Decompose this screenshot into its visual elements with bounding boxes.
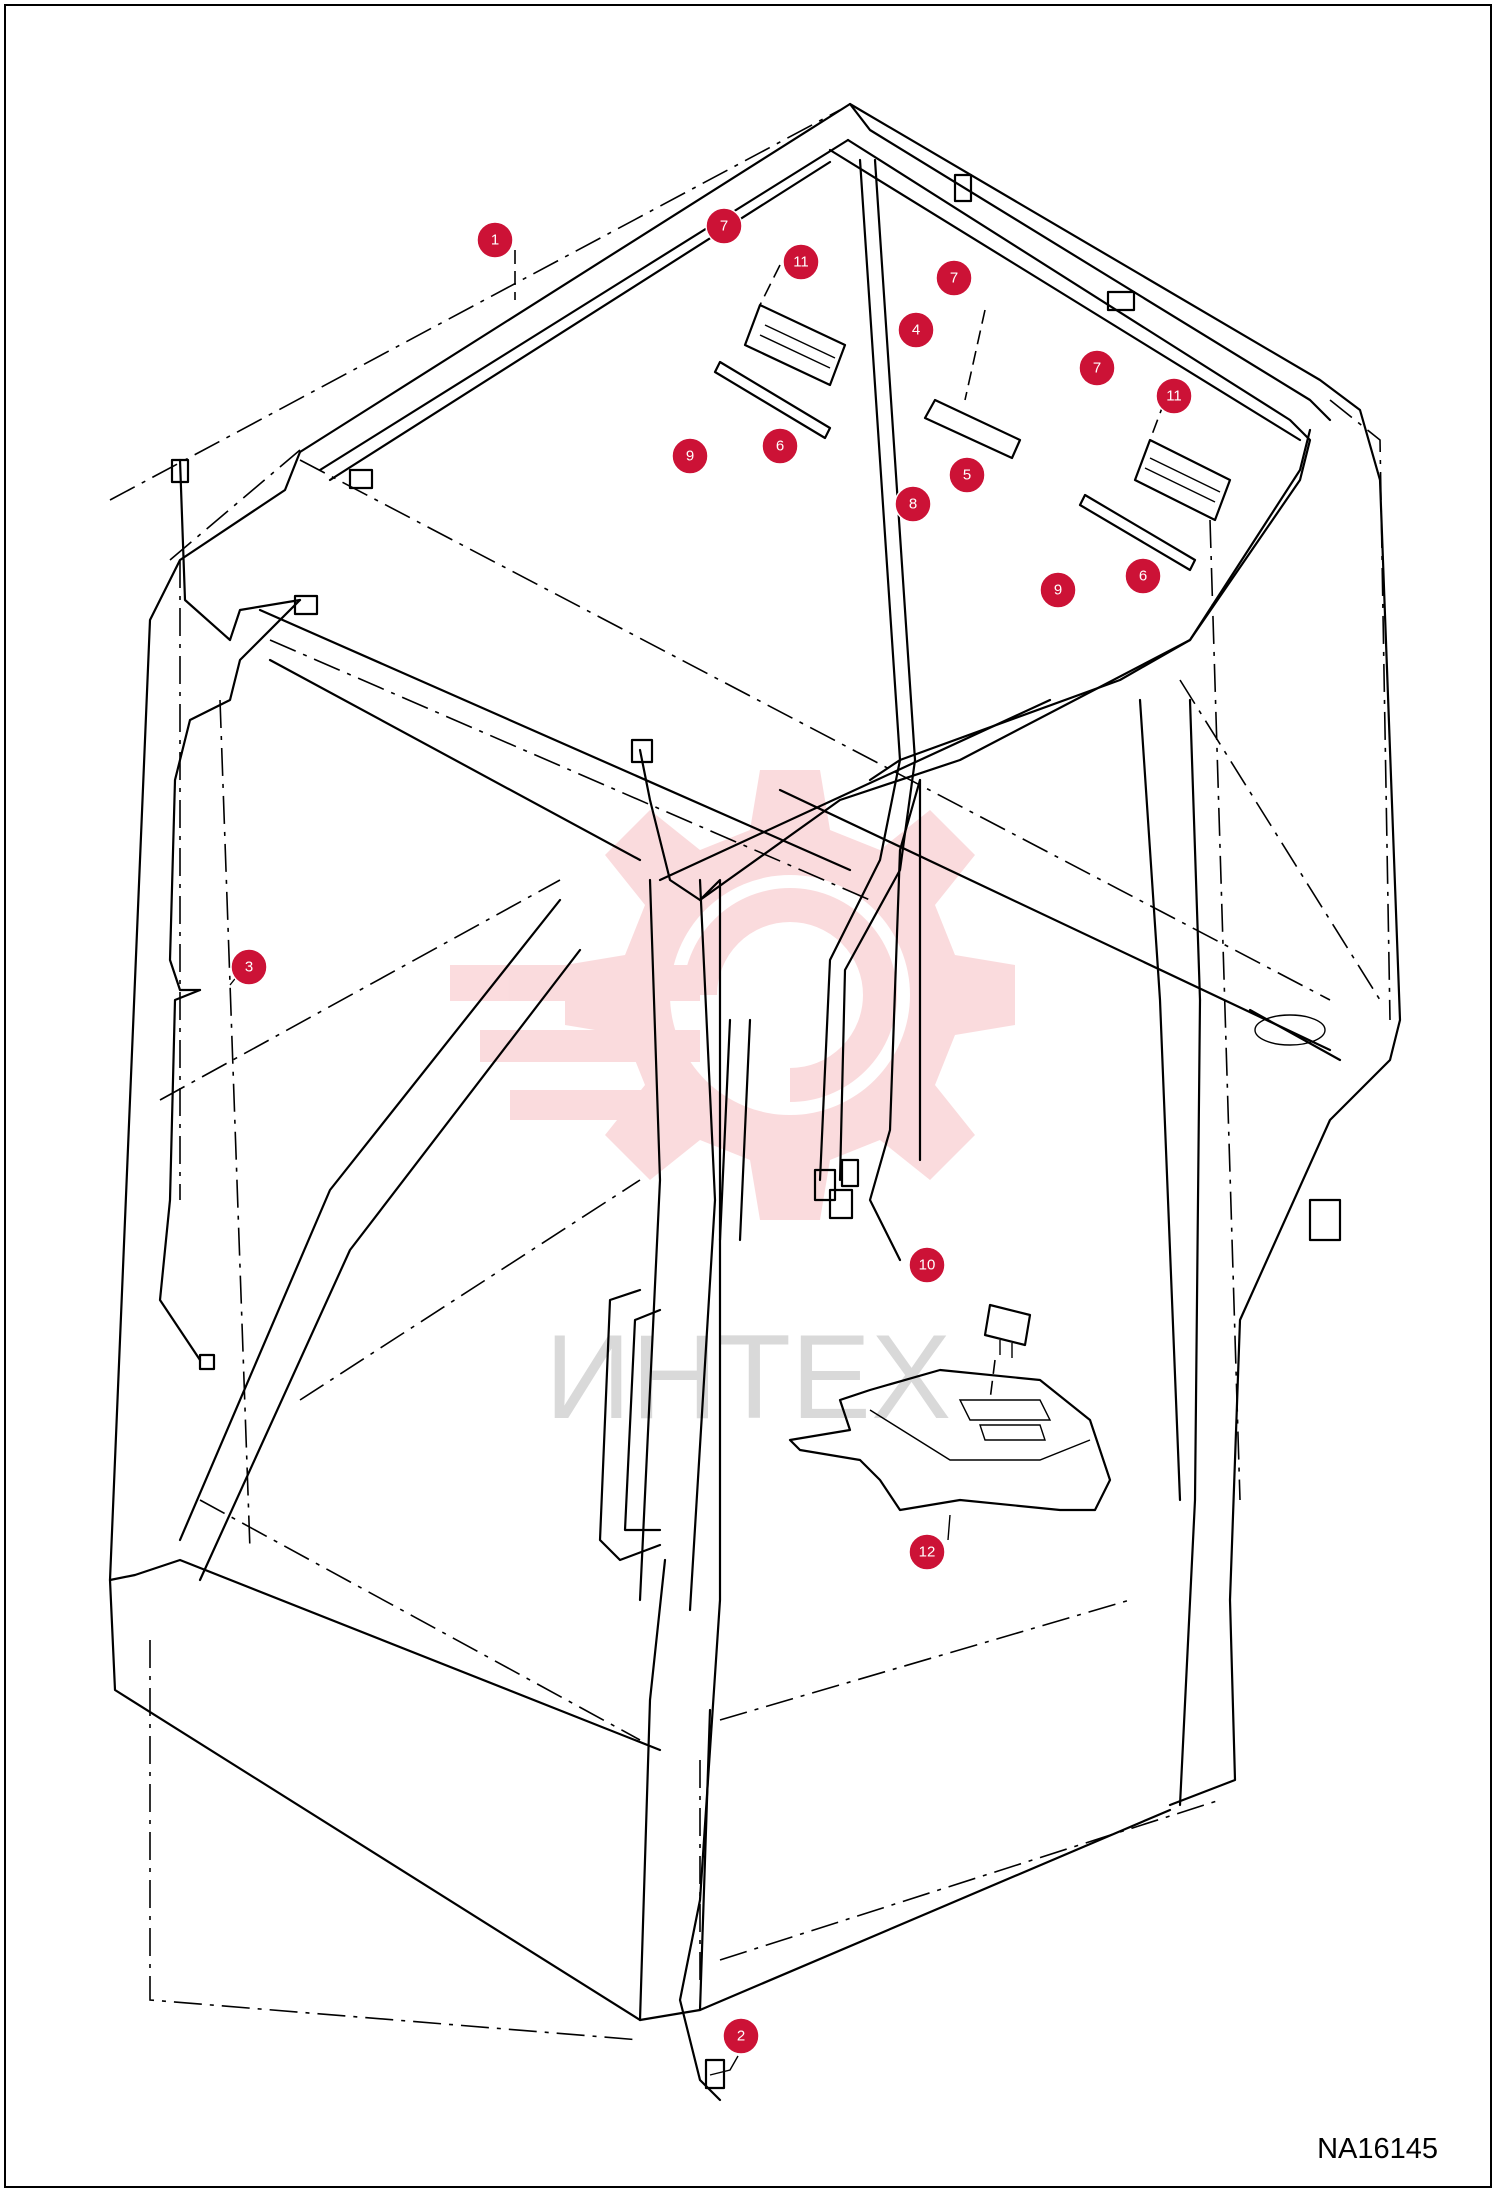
callout-8: 8 <box>894 485 932 523</box>
callout-7-center: 7 <box>935 259 973 297</box>
callout-6-left: 6 <box>761 427 799 465</box>
connectors <box>170 173 1136 2090</box>
callout-2: 2 <box>722 2017 760 2055</box>
callout-3: 3 <box>230 948 268 986</box>
callout-5: 5 <box>948 456 986 494</box>
switch-console <box>788 1303 1112 1512</box>
callout-7-right: 7 <box>1078 349 1116 387</box>
svg-text:7: 7 <box>950 270 958 287</box>
phantom-lines <box>109 109 1391 2041</box>
svg-text:9: 9 <box>1054 582 1062 599</box>
dome-light-assembly-center <box>923 309 1022 460</box>
callout-11-left: 11 <box>782 243 820 281</box>
svg-text:6: 6 <box>1139 568 1147 585</box>
cab-frame <box>108 102 1402 2022</box>
svg-text:3: 3 <box>245 959 253 976</box>
dome-light-assembly-right <box>1078 399 1232 572</box>
callout-layer: 1 2 3 4 5 6 6 6 7 7 7 8 9 9 10 11 11 12 <box>230 207 1193 2055</box>
svg-text:7: 7 <box>1093 360 1101 377</box>
callout-1: 1 <box>476 221 514 259</box>
wiring-harness <box>158 158 1312 2102</box>
svg-text:2: 2 <box>737 2028 745 2045</box>
drawing-border <box>4 4 1492 2188</box>
watermark <box>450 770 1015 1220</box>
svg-text:6: 6 <box>776 438 784 455</box>
svg-text:12: 12 <box>919 1544 936 1561</box>
svg-text:11: 11 <box>1166 388 1182 405</box>
svg-text:8: 8 <box>909 496 917 513</box>
watermark-text: ИНТЕХ <box>545 1310 951 1444</box>
svg-text:4: 4 <box>912 322 920 339</box>
svg-text:11: 11 <box>793 254 809 271</box>
dome-light-assembly-left <box>713 264 847 440</box>
svg-text:5: 5 <box>963 467 971 484</box>
callout-11-right: 11 <box>1155 377 1193 415</box>
callout-10: 10 <box>908 1246 946 1284</box>
callout-9-left: 9 <box>671 437 709 475</box>
callout-9-right: 9 <box>1039 571 1077 609</box>
callout-12: 12 <box>908 1533 946 1571</box>
svg-text:7: 7 <box>720 218 728 235</box>
callout-6-right: 6 <box>1124 557 1162 595</box>
callout-4: 4 <box>897 311 935 349</box>
svg-text:9: 9 <box>686 448 694 465</box>
svg-text:1: 1 <box>491 232 499 249</box>
drawing-code: NA16145 <box>1317 2133 1438 2165</box>
callout-7-left: 7 <box>705 207 743 245</box>
watermark-gear-icon <box>565 770 1015 1220</box>
svg-text:10: 10 <box>919 1257 936 1274</box>
